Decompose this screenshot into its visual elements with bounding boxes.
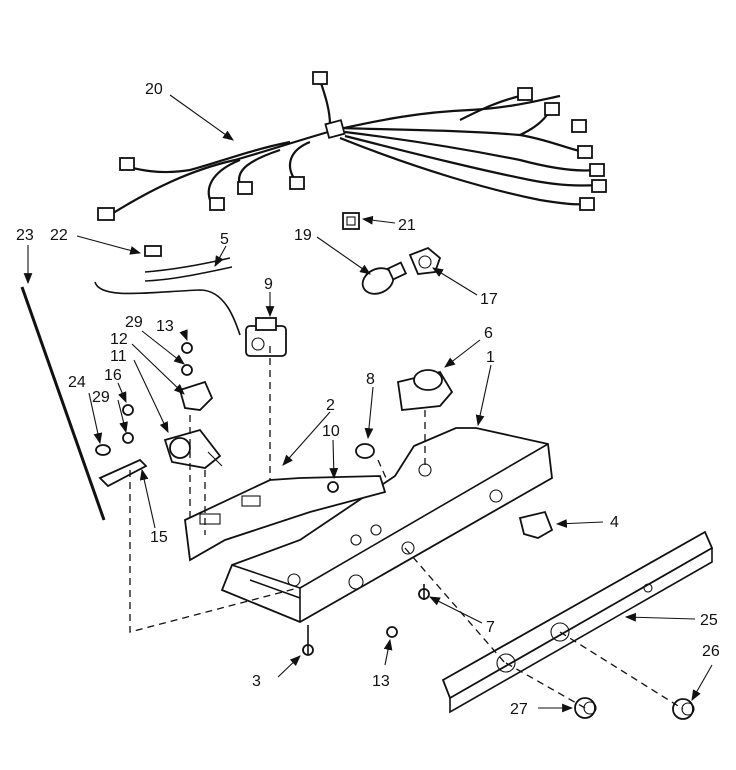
label-21: 21 — [398, 217, 416, 234]
label-26: 26 — [702, 643, 720, 660]
clip-15 — [98, 458, 148, 488]
label-5: 5 — [220, 231, 229, 248]
washer-29-lower — [122, 432, 134, 444]
label-27: 27 — [510, 701, 528, 718]
light-bulb — [361, 261, 408, 295]
defrost-timer — [396, 369, 454, 411]
label-11: 11 — [110, 348, 127, 365]
label-15: 15 — [150, 529, 168, 546]
washer-24 — [95, 444, 111, 456]
label-23: 23 — [16, 227, 34, 244]
control-housing — [220, 427, 553, 623]
retainer-clip — [342, 212, 360, 230]
label-4: 4 — [610, 514, 619, 531]
alignment-lines — [129, 346, 684, 710]
label-6: 6 — [484, 325, 493, 342]
label-12: 12 — [110, 331, 128, 348]
screw-16 — [122, 404, 134, 416]
label-20: 20 — [145, 81, 163, 98]
label-19: 19 — [294, 227, 312, 244]
label-29-upper: 29 — [125, 314, 143, 331]
knob-26 — [672, 698, 695, 720]
label-25: 25 — [700, 612, 718, 629]
screw-3 — [302, 625, 314, 656]
callout-labels: 20 21 19 17 22 5 23 9 6 1 8 2 10 29 13 1… — [16, 81, 720, 718]
label-13-lower: 13 — [372, 673, 390, 690]
label-10: 10 — [322, 423, 340, 440]
label-13-upper: 13 — [156, 318, 174, 335]
washer-12 — [181, 364, 193, 376]
grommet-8 — [355, 443, 375, 459]
control-panel — [441, 530, 714, 714]
mounting-bracket — [184, 475, 387, 562]
leader-lines — [23, 94, 713, 713]
thermostat-control — [163, 428, 223, 469]
label-8: 8 — [366, 371, 375, 388]
label-24: 24 — [68, 374, 86, 391]
label-16: 16 — [104, 367, 122, 384]
screw-7 — [418, 584, 430, 600]
label-17: 17 — [480, 291, 498, 308]
capillary-wire — [94, 281, 241, 336]
label-1: 1 — [486, 349, 495, 366]
light-switch — [518, 510, 554, 539]
label-9: 9 — [264, 276, 273, 293]
label-29-lower: 29 — [92, 389, 110, 406]
rod-23 — [20, 286, 106, 521]
screw-13-upper — [181, 342, 193, 354]
knob-27 — [574, 697, 597, 719]
label-3: 3 — [252, 673, 261, 690]
bracket-12 — [178, 380, 214, 411]
label-7: 7 — [486, 619, 495, 636]
label-22: 22 — [50, 227, 68, 244]
wiring-harness — [97, 71, 607, 221]
screw-13-lower — [386, 626, 398, 638]
tubing — [144, 257, 233, 282]
screw-10 — [327, 481, 339, 493]
label-2: 2 — [326, 397, 335, 414]
relay-switch — [245, 317, 287, 357]
wire-connector — [144, 245, 162, 257]
